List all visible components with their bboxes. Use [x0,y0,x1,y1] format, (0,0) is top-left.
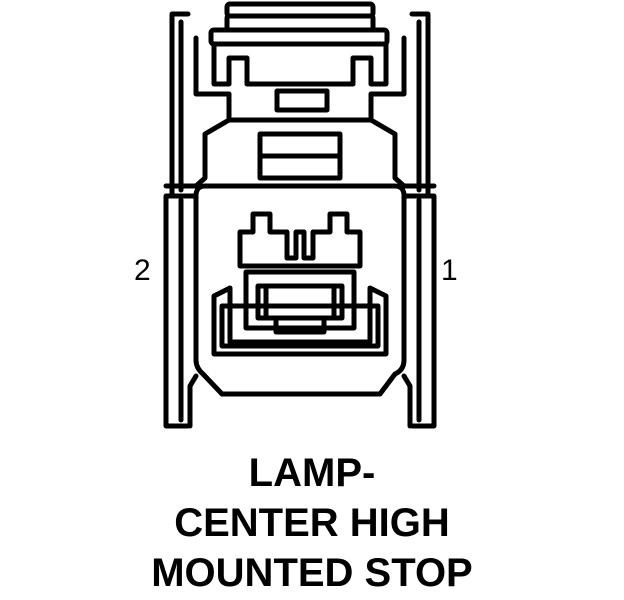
connector-caption: LAMP- CENTER HIGH MOUNTED STOP [0,448,624,598]
pin-number-1: 1 [441,254,458,287]
caption-line-2: CENTER HIGH [174,501,450,545]
locking-window [257,131,343,181]
pin-number-2: 2 [134,254,151,287]
upper-housing [163,35,437,189]
mounting-tabs [187,373,413,429]
locking-tab [274,88,330,113]
right-side-rail [401,11,437,429]
caption-line-1: LAMP- [248,451,376,495]
terminal-assembly [237,211,363,335]
connector-body [193,183,407,397]
top-latch [208,1,390,87]
caption-line-3: MOUNTED STOP [151,551,473,595]
left-side-rail [163,11,199,429]
